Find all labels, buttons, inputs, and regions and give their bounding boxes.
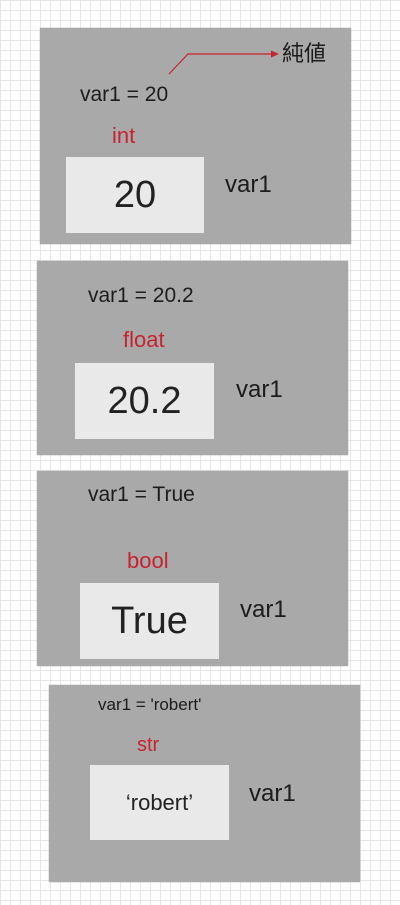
assignment-text: var1 = 20 (80, 83, 169, 106)
assignment-text: var1 = 'robert' (98, 695, 202, 714)
type-label: bool (127, 548, 169, 573)
value-box: True (80, 583, 219, 659)
variable-label: var1 (240, 596, 287, 623)
value-text: ‘robert’ (125, 789, 194, 815)
assignment-text: var1 = 20.2 (88, 284, 194, 307)
assignment-text: var1 = True (88, 483, 195, 506)
panel-float: var1 = 20.2 float 20.2 var1 (37, 261, 348, 455)
value-text: 20.2 (107, 380, 182, 422)
type-label: str (137, 734, 160, 756)
type-label: int (112, 123, 136, 148)
value-text: 20 (113, 174, 157, 216)
panel-str: var1 = 'robert' str ‘robert’ var1 (49, 685, 360, 882)
value-box: ‘robert’ (90, 765, 229, 840)
variable-label: var1 (225, 171, 272, 198)
panel-int: var1 = 20 int 20 var1 (40, 28, 351, 244)
value-box: 20 (66, 157, 204, 233)
variable-label: var1 (249, 780, 296, 807)
value-text: True (111, 600, 188, 642)
panel-bool: var1 = True bool True var1 (37, 471, 348, 666)
arrow-head (271, 50, 279, 58)
type-label: float (123, 327, 165, 352)
arrow-line (168, 53, 272, 75)
variable-label: var1 (236, 376, 283, 403)
value-box: 20.2 (75, 363, 214, 439)
annotation-label: 純値 (282, 41, 327, 66)
